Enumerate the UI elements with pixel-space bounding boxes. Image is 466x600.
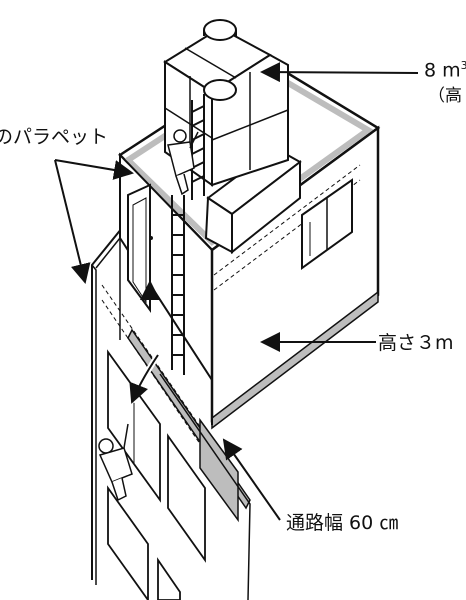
worker-lower-figure — [98, 423, 133, 502]
tank-volume-superscript: 3 — [460, 59, 466, 72]
worker-upper-figure — [167, 129, 199, 196]
walkway-strip — [95, 235, 251, 600]
ladder-upper — [191, 94, 205, 200]
tank-volume-value: 8 m — [424, 59, 461, 82]
leader-arrows — [54, 62, 419, 521]
tank-volume-label: 8 m3 — [424, 60, 466, 80]
movement-arrows — [129, 280, 161, 404]
lower-windows — [107, 349, 206, 600]
tank-note-label: （高 — [428, 86, 462, 106]
parapet-label: のパラペット — [0, 126, 109, 148]
ladder-lower — [171, 195, 185, 375]
height-label: 高さ３m — [378, 332, 454, 354]
walkway-width-label: 通路幅 60 ㎝ — [286, 512, 399, 534]
